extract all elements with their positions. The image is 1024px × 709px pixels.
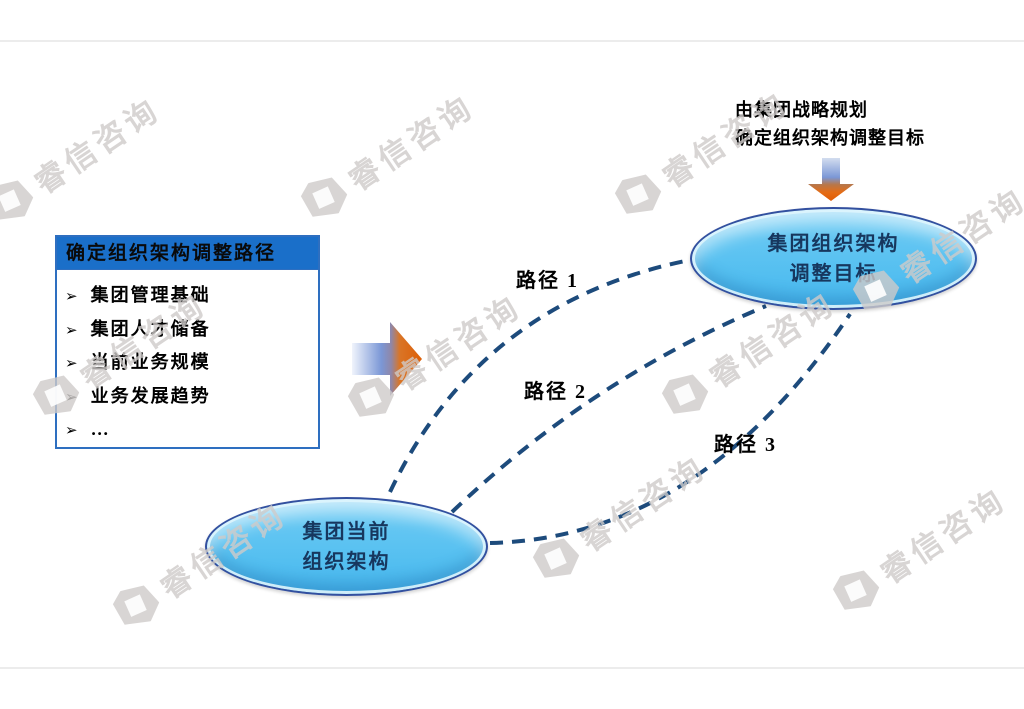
list-item-label: 业务发展趋势 [90, 385, 211, 406]
watermark: 睿信咨询 [0, 71, 187, 231]
list-item-label: 集团管理基础 [90, 285, 211, 305]
watermark: 睿信咨询 [295, 68, 502, 228]
arrow-bullet-icon: ➢ [65, 387, 80, 406]
right-arrow-icon [352, 322, 422, 396]
brand-logo-icon [656, 366, 714, 424]
list-item: ➢ 集团管理基础 [65, 279, 310, 313]
list-item: ➢ 业务发展趋势 [65, 380, 310, 414]
brand-logo-icon [527, 530, 585, 588]
brand-logo-icon [827, 562, 885, 620]
bottom-divider-line [0, 667, 1024, 669]
list-item-label: 集团人才储备 [90, 318, 211, 339]
strategy-annotation: 由集团战略规划 确定组织架构调整目标 [735, 96, 925, 152]
brand-logo-icon [0, 172, 39, 230]
arrow-bullet-icon: ➢ [65, 287, 80, 305]
arrow-bullet-icon: ➢ [65, 320, 80, 339]
watermark: 睿信咨询 [527, 429, 734, 589]
brand-logo-icon [107, 577, 165, 635]
down-arrow-icon [808, 158, 854, 201]
watermark-text: 睿信咨询 [27, 90, 167, 201]
arrow-bullet-icon: ➢ [65, 354, 80, 372]
arrow-bullet-icon: ➢ [65, 421, 80, 439]
annotation-line-1: 由集团战略规划 [735, 100, 868, 120]
list-item: ➢ 当前业务规模 [65, 346, 310, 380]
watermark-text: 睿信咨询 [873, 480, 1013, 591]
adjustment-path-box: 确定组织架构调整路径 ➢ 集团管理基础 ➢ 集团人才储备 ➢ 当前业务规模 ➢ … [55, 235, 320, 449]
box-title: 确定组织架构调整路径 [57, 237, 318, 270]
watermark-text: 睿信咨询 [341, 87, 481, 198]
path-1-label: 路径 1 [516, 270, 579, 292]
path-3-curve [489, 312, 852, 545]
watermark-text: 睿信咨询 [573, 448, 713, 559]
watermark: 睿信咨询 [827, 461, 1024, 621]
annotation-line-2: 确定组织架构调整目标 [735, 128, 925, 148]
list-item: ➢ … [65, 413, 310, 447]
target-ellipse-line-2: 调整目标 [789, 262, 878, 285]
target-structure-ellipse: 集团组织架构 调整目标 [690, 207, 977, 310]
current-structure-ellipse: 集团当前 组织架构 [205, 497, 488, 596]
top-divider-line [0, 40, 1024, 42]
path-2-label: 路径 2 [524, 381, 587, 403]
list-item-label: … [90, 419, 111, 439]
list-item-label: 当前业务规模 [90, 352, 211, 372]
box-item-list: ➢ 集团管理基础 ➢ 集团人才储备 ➢ 当前业务规模 ➢ 业务发展趋势 ➢ … [57, 270, 318, 447]
brand-logo-icon [295, 169, 353, 227]
path-3-label: 路径 3 [714, 434, 777, 456]
brand-logo-icon [609, 166, 667, 224]
list-item: ➢ 集团人才储备 [65, 313, 310, 347]
current-ellipse-line-1: 集团当前 [302, 520, 391, 543]
target-ellipse-line-1: 集团组织架构 [767, 232, 900, 255]
path-2-curve [450, 304, 767, 514]
current-ellipse-line-2: 组织架构 [302, 550, 391, 573]
